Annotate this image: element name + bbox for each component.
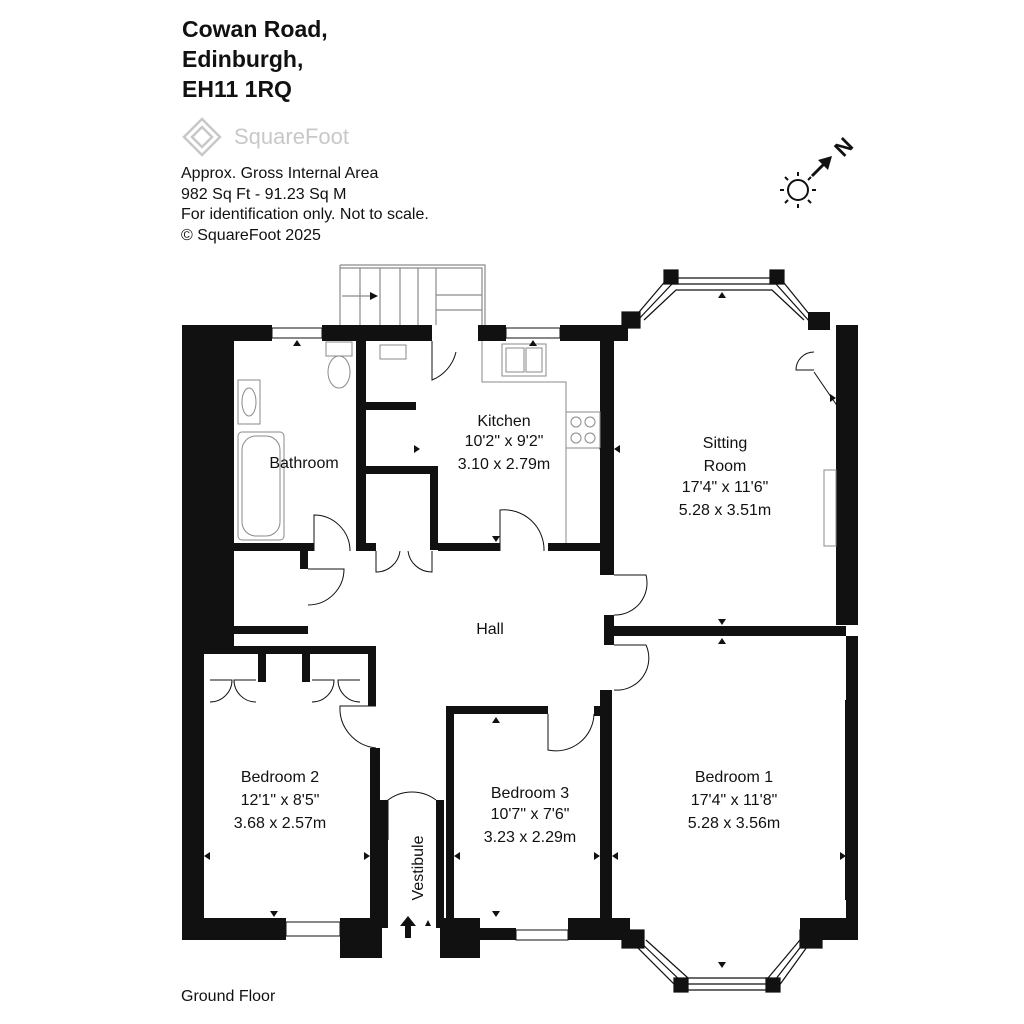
bedroom1-imperial: 17'4" x 11'8"	[691, 792, 778, 809]
hob-icon	[565, 411, 601, 449]
hall-name: Hall	[476, 621, 504, 638]
squarefoot-logo: SquareFoot	[182, 117, 349, 157]
compass: N	[780, 133, 858, 208]
kitchen-name: Kitchen	[477, 413, 530, 430]
bedroom2-name: Bedroom 2	[241, 769, 319, 786]
bedroom1-name: Bedroom 1	[695, 769, 773, 786]
bedroom3-metric: 3.23 x 2.29m	[484, 829, 577, 846]
walls	[182, 312, 858, 958]
sitting-room-bay-window	[621, 269, 819, 329]
property-address: Cowan Road, Edinburgh, EH11 1RQ	[182, 14, 328, 104]
bath-icon	[237, 431, 285, 541]
address-line-street: Cowan Road,	[182, 16, 328, 42]
doors	[209, 341, 841, 840]
dimension-ticks	[204, 292, 846, 968]
bedroom1-metric: 5.28 x 3.56m	[688, 815, 781, 832]
windows	[271, 327, 847, 941]
bedroom1-bay-window	[621, 929, 823, 993]
bedroom2-imperial: 12'1" x 8'5"	[241, 792, 320, 809]
area-label: Approx. Gross Internal Area	[181, 165, 379, 182]
floor-label: Ground Floor	[181, 988, 276, 1005]
sitting-room-name-2: Room	[704, 458, 747, 475]
entrance-arrow-icon	[400, 916, 431, 938]
area-info: Approx. Gross Internal Area 982 Sq Ft - …	[181, 164, 429, 246]
bedroom3-imperial: 10'7" x 7'6"	[491, 806, 570, 823]
address-line-postcode: EH11 1RQ	[182, 76, 292, 102]
logo-mark-icon	[182, 117, 222, 157]
kitchen-imperial: 10'2" x 9'2"	[465, 433, 544, 450]
sitting-room-name-1: Sitting	[703, 435, 747, 452]
disclaimer: For identification only. Not to scale.	[181, 206, 429, 223]
copyright: © SquareFoot 2025	[181, 226, 321, 244]
bedroom2-metric: 3.68 x 2.57m	[234, 815, 327, 832]
stairs	[339, 264, 486, 325]
bedroom3-name: Bedroom 3	[491, 785, 569, 802]
sun-icon	[780, 172, 816, 208]
north-arrow-icon	[810, 156, 832, 178]
sitting-room-imperial: 17'4" x 11'6"	[682, 479, 769, 496]
fixtures	[237, 341, 837, 547]
basin-icon	[237, 379, 261, 425]
toilet-icon	[325, 341, 353, 357]
address-line-city: Edinburgh,	[182, 46, 304, 72]
vestibule-name: Vestibule	[410, 835, 427, 900]
area-value: 982 Sq Ft - 91.23 Sq M	[181, 185, 347, 203]
room-labels: Kitchen 10'2" x 9'2" 3.10 x 2.79m Bathro…	[234, 413, 781, 900]
sitting-room-metric: 5.28 x 3.51m	[679, 502, 772, 519]
fireplace-icon	[823, 469, 837, 547]
kitchen-sink-icon	[501, 343, 547, 377]
kitchen-metric: 3.10 x 2.79m	[458, 456, 551, 473]
logo-text: SquareFoot	[234, 124, 349, 149]
bathroom-name: Bathroom	[269, 455, 338, 472]
